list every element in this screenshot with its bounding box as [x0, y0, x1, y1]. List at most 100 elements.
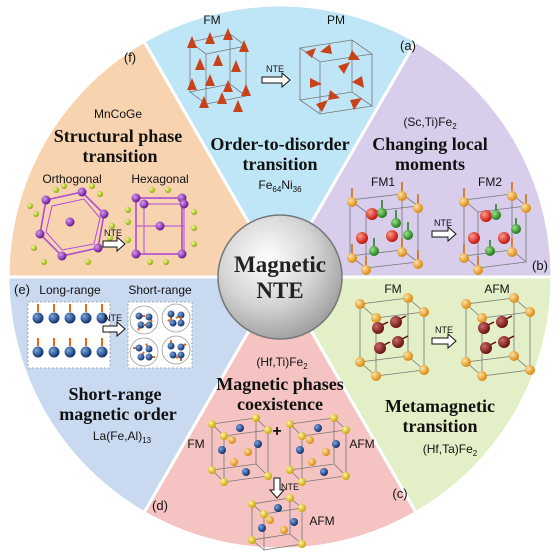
d-afm-lattice-top: [286, 414, 350, 486]
segment-d-plus: +: [272, 423, 281, 440]
segment-b-nte-label: NTE: [434, 218, 452, 228]
atom: [80, 312, 92, 324]
atom: [93, 243, 103, 253]
segment-e-compound: La(Fe,Al)13: [93, 429, 152, 445]
hub-title-line1: Magnetic: [234, 252, 326, 277]
atom: [97, 191, 103, 197]
segment-f-title-line1: Structural phase: [54, 126, 183, 146]
fm2-lattice: [459, 182, 531, 275]
segment-a-nte-arrow: [261, 71, 291, 89]
hub-title-line2: NTE: [256, 278, 303, 303]
atom: [135, 344, 143, 352]
segment-a-right-label: PM: [327, 13, 345, 27]
atom: [89, 183, 95, 189]
atom: [77, 187, 87, 197]
atom: [179, 199, 189, 209]
pm-disordered-lattice: [298, 39, 374, 115]
fm-ordered-lattice: [187, 28, 251, 112]
atom: [125, 219, 131, 225]
atom: [167, 342, 175, 350]
segment-f-letter: (f): [124, 50, 136, 65]
segment-b-right-label: FM2: [478, 175, 502, 189]
atom: [177, 351, 185, 359]
hub-circle: [217, 214, 343, 340]
atom: [96, 312, 108, 324]
atom: [27, 203, 33, 209]
atom: [137, 321, 145, 329]
atom: [109, 223, 115, 229]
segment-a-left-label: FM: [203, 13, 220, 27]
segment-d-left-label: FM: [187, 437, 204, 451]
atom: [169, 351, 177, 359]
segment-d: (Hf,Ti)Fe2 Magnetic phases coexistence F…: [152, 355, 375, 551]
d-fm-lattice: [208, 414, 272, 486]
segment-f: (f) MnCoGe Structural phase transition O…: [27, 50, 197, 265]
segment-b: (Sc,Ti)Fe2 Changing local moments FM1 FM…: [347, 115, 548, 275]
segment-a-title-line2: transition: [242, 154, 317, 174]
segment-e-title-line1: Short-range: [69, 384, 162, 404]
atom: [53, 187, 59, 193]
atom: [96, 346, 108, 358]
segment-c-nte-arrow: [431, 332, 457, 350]
segment-f-background: [6, 39, 283, 279]
segment-d-nte-label: NTE: [281, 482, 299, 492]
segment-a: FM PM (a) NTE: [187, 13, 416, 194]
c-fm-lattice: [355, 293, 429, 381]
segment-e-left-label: Long-range: [39, 283, 101, 297]
segment-c-background: [277, 275, 554, 515]
segment-d-background: [141, 273, 419, 551]
short-range-lattice: [127, 301, 193, 369]
atom: [61, 183, 67, 189]
segment-a-formula: Fe64Ni36: [258, 178, 302, 194]
atom: [145, 353, 153, 361]
atom: [31, 245, 37, 251]
segment-e: (e) Long-range Short-range Short-range m…: [14, 282, 193, 445]
atom: [85, 259, 91, 265]
segment-b-title-line1: Changing local: [372, 134, 488, 154]
atom: [80, 346, 92, 358]
segment-c-nte-label: NTE: [435, 325, 453, 335]
segment-b-nte-arrow: [431, 225, 457, 243]
segment-f-title-line2: transition: [82, 146, 157, 166]
atom: [191, 241, 197, 247]
segment-c: FM AFM Metamagnetic transition (Hf,Ta)Fe…: [355, 282, 535, 501]
atom: [32, 346, 44, 358]
atom: [64, 312, 76, 324]
atom: [163, 259, 169, 265]
segment-e-nte-arrow: [102, 320, 126, 338]
atom: [57, 251, 67, 261]
segment-c-title-line2: transition: [402, 416, 477, 436]
segment-f-nte-arrow: [102, 235, 126, 253]
atom: [135, 312, 143, 320]
atom: [139, 199, 149, 209]
segment-a-letter: (a): [400, 38, 416, 53]
hexagonal-lattice: [125, 187, 197, 265]
segment-e-letter: (e): [14, 282, 30, 297]
segment-f-compound: MnCoGe: [94, 107, 142, 121]
segment-f-nte-label: NTE: [104, 228, 122, 238]
atom: [99, 209, 109, 219]
segment-e-title-line2: magnetic order: [59, 404, 176, 424]
segment-f-left-label: Orthogonal: [42, 172, 101, 186]
segment-c-title-line1: Metamagnetic: [385, 396, 495, 416]
atom: [125, 237, 131, 243]
segment-a-background: [141, 3, 419, 281]
segment-c-letter: (c): [392, 486, 407, 501]
atom: [64, 346, 76, 358]
atom: [131, 249, 141, 259]
segment-d-nte-arrow: [268, 477, 286, 499]
d-afm-lattice-bottom: [248, 494, 306, 551]
segment-e-nte-label: NTE: [104, 313, 122, 323]
segment-d-title-line1: Magnetic phases: [216, 374, 344, 394]
atom: [33, 211, 39, 217]
atom: [177, 343, 185, 351]
atom: [145, 313, 153, 321]
segment-c-left-label: FM: [384, 282, 401, 296]
atom: [41, 195, 51, 205]
c-afm-lattice: [461, 293, 535, 381]
atom: [177, 249, 187, 259]
orthogonal-lattice: [27, 183, 115, 265]
atom: [177, 319, 185, 327]
